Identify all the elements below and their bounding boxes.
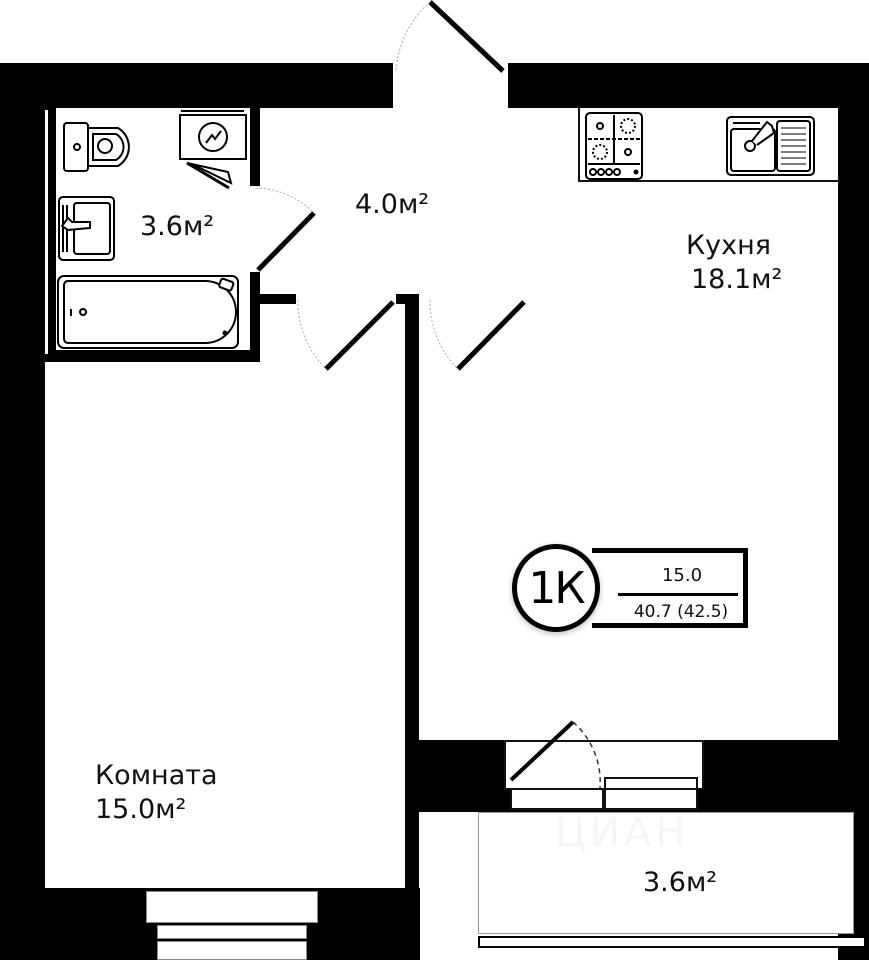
fraction-line — [618, 593, 738, 596]
bathtub-icon — [57, 275, 239, 349]
window-living-inner-1 — [157, 925, 307, 939]
toilet-icon — [63, 122, 130, 172]
wall-bath-right-lower — [250, 272, 260, 362]
entrance-door-icon — [395, 0, 505, 73]
balcony-rail — [478, 936, 866, 948]
bathroom-area-label: 3.6м² — [140, 210, 214, 244]
balcony-area: 3.6м² — [643, 867, 718, 898]
wall-bath-bottom — [45, 350, 260, 362]
room-living — [45, 362, 405, 888]
bathroom-area: 3.6м² — [140, 211, 215, 242]
kitchen-area: 18.1м² — [691, 264, 783, 295]
wall-top-left — [0, 63, 393, 108]
hall-area: 4.0м² — [355, 189, 430, 220]
apartment-type-code: 1К — [528, 562, 585, 614]
balcony-door-icon — [509, 720, 601, 789]
washing-machine-icon — [179, 110, 247, 190]
hall-area-label: 4.0м² — [355, 188, 429, 222]
room-balcony — [478, 812, 854, 934]
window-living-outer — [146, 891, 318, 923]
wall-hall-stub-mid — [396, 294, 428, 304]
balcony-window-right-2 — [604, 788, 698, 810]
apartment-type-badge: 1К — [512, 544, 600, 632]
bathroom-door-icon — [255, 187, 316, 272]
watermark-logo: ЦИАН — [555, 810, 689, 856]
living-room-name: Комната — [95, 760, 218, 791]
kitchen-door-icon — [429, 299, 526, 371]
living-area-value: 15.0 — [661, 565, 703, 586]
wall-bath-right-upper — [250, 108, 260, 186]
kitchen-sink-icon — [726, 116, 815, 176]
wall-top-right — [508, 63, 869, 108]
kitchen-label: Кухня 18.1м² — [686, 229, 782, 297]
room-kitchen — [419, 108, 838, 740]
total-area-value: 40.7 (42.5) — [633, 602, 729, 622]
living-room-area: 15.0м² — [95, 794, 187, 825]
living-room-label: Комната 15.0м² — [95, 759, 218, 827]
kitchen-name: Кухня — [686, 230, 772, 261]
living-room-door-icon — [297, 299, 395, 371]
gas-stove-icon — [585, 112, 643, 180]
area-summary-box: 15.0 40.7 (42.5) — [592, 548, 748, 628]
washbasin-icon — [58, 196, 115, 261]
bath-wall-strip — [45, 110, 48, 354]
wall-left — [0, 63, 45, 960]
wall-bath-inner-left — [45, 108, 56, 358]
wall-hall-stub-left — [260, 294, 296, 304]
balcony-area-label: 3.6м² — [643, 866, 717, 900]
balcony-door-sill-left — [510, 788, 604, 810]
